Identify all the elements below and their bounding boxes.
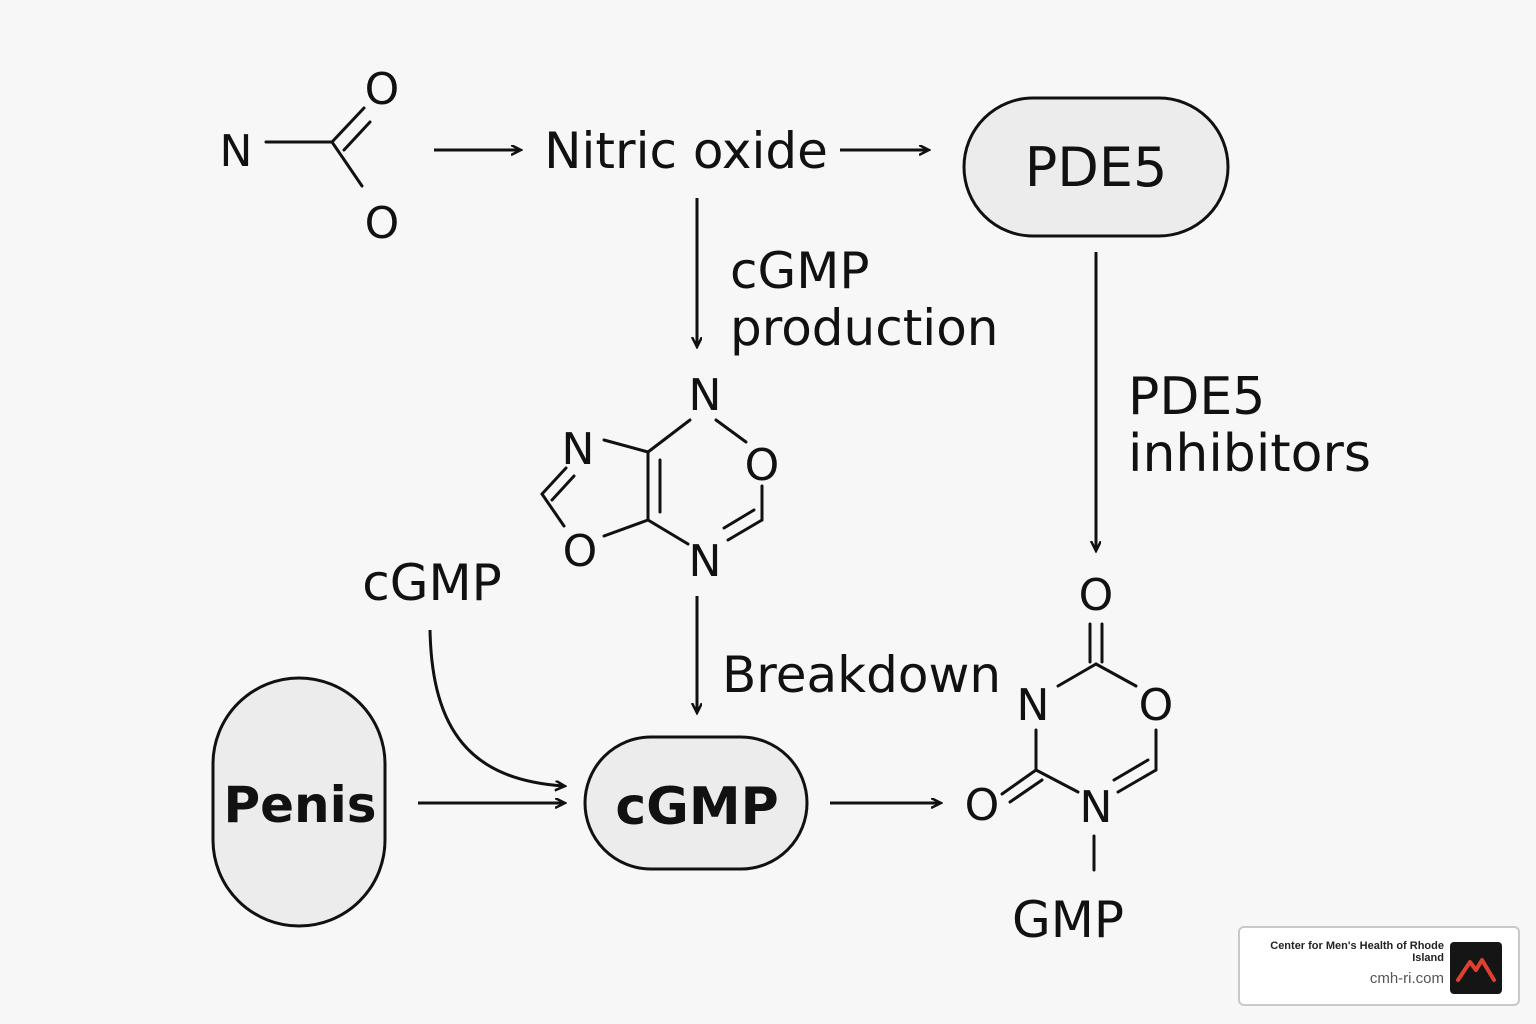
mountain-logo-icon — [1450, 942, 1502, 994]
bond — [1034, 768, 1080, 794]
bond — [1056, 662, 1098, 688]
breakdown-label: Breakdown — [722, 646, 1001, 704]
bond — [1000, 768, 1038, 796]
bond — [646, 418, 692, 454]
pde5-label: PDE5 — [1025, 136, 1168, 199]
atom-o-top: O — [365, 64, 400, 115]
atom-o-right: O — [745, 440, 780, 491]
badge-name: Center for Men's Health of Rhode Island — [1270, 940, 1444, 964]
pde5-node: PDE5 — [962, 96, 1230, 238]
atom-n-top: N — [689, 370, 722, 421]
bond — [1094, 662, 1138, 688]
arrow-cgmp-curve — [428, 629, 564, 786]
pde5-pill — [962, 96, 1230, 238]
bond — [602, 438, 650, 454]
atom-o-left: O — [563, 526, 598, 577]
atom-o-top: O — [1079, 570, 1114, 621]
nitric-oxide-label: Nitric oxide — [544, 122, 828, 180]
atom-n: N — [220, 126, 253, 177]
penis-pill — [211, 676, 387, 928]
bond — [714, 418, 748, 444]
gmp-ring-molecule: O N O O N — [965, 570, 1174, 872]
bond — [330, 106, 366, 144]
penis-node: Penis — [211, 676, 387, 928]
pde5-inhibitors-label-line2: inhibitors — [1128, 424, 1371, 484]
cgmp-node: cGMP — [583, 735, 809, 871]
atom-o-left: O — [965, 780, 1000, 831]
bond — [1116, 768, 1158, 794]
bicyclic-molecule: N N O O N — [540, 370, 780, 587]
cgmp-production-label-line1: cGMP — [730, 242, 870, 300]
atom-n-bottom: N — [689, 536, 722, 587]
bond — [646, 518, 690, 546]
bond — [726, 518, 764, 542]
bond — [330, 140, 364, 188]
atom-n-bottom: N — [1080, 782, 1113, 833]
bond — [550, 474, 576, 502]
atom-n-left: N — [1017, 680, 1050, 731]
cgmp-side-label: cGMP — [362, 554, 502, 612]
cgmp-label: cGMP — [615, 777, 778, 837]
badge-url: cmh-ri.com — [1369, 970, 1444, 987]
pde5-inhibitors-label-line1: PDE5 — [1128, 367, 1265, 427]
no2-molecule: N O O — [220, 64, 400, 249]
cgmp-production-label-line2: production — [730, 299, 998, 357]
penis-label: Penis — [223, 776, 376, 834]
atom-o-right: O — [1139, 680, 1174, 731]
bond — [540, 466, 568, 496]
cgmp-pill — [583, 735, 809, 871]
bond — [342, 120, 372, 152]
atom-n-left: N — [562, 424, 595, 475]
bond — [602, 518, 650, 538]
gmp-label: GMP — [1012, 891, 1124, 949]
brand-badge: Center for Men's Health of Rhode Island … — [1238, 926, 1520, 1006]
bond — [1112, 758, 1150, 782]
bond — [1008, 778, 1044, 804]
bond — [540, 492, 566, 528]
atom-o-bottom: O — [365, 198, 400, 249]
bond — [722, 508, 756, 530]
